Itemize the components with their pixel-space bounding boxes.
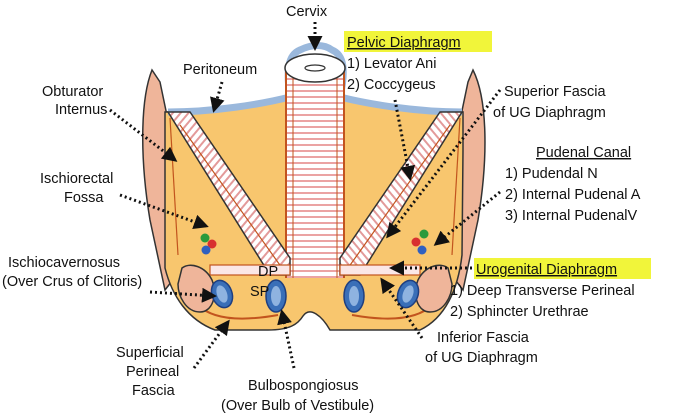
label-pudendal-3: 3) Internal PudenalV xyxy=(505,208,638,224)
arrow-ischiocavernosus xyxy=(149,287,217,303)
arrow-superior-fascia xyxy=(386,89,502,239)
arrow-pelvic-diaphragm xyxy=(393,99,416,181)
label-urogenital-1: 1) Deep Transverse Perineal xyxy=(450,283,635,299)
right-pudendal-canal xyxy=(411,229,429,255)
label-obturator-2: Internus xyxy=(55,102,107,118)
label-pelvic-2: 2) Coccygeus xyxy=(347,77,436,93)
label-inferior-fascia-2: of UG Diaphragm xyxy=(425,350,538,366)
label-ischiorectal-1: Ischiorectal xyxy=(40,171,113,187)
arrow-pudendal xyxy=(433,190,501,246)
pelvic-diaphragm-highlight xyxy=(344,31,492,52)
label-obturator-1: Obturator xyxy=(42,84,103,100)
label-superficial-3: Fascia xyxy=(132,383,176,399)
label-sp: SP xyxy=(250,284,269,300)
left-pudendal-canal xyxy=(200,233,217,255)
label-urogenital: Urogenital Diaphragm xyxy=(476,262,617,278)
label-superficial-2: Perineal xyxy=(126,364,179,380)
urogenital-diaphragm-right xyxy=(339,264,421,276)
label-bulbo-2: (Over Bulb of Vestibule) xyxy=(221,398,374,414)
arrow-inferior-fascia xyxy=(380,277,424,339)
label-pelvic-1: 1) Levator Ani xyxy=(347,56,436,72)
label-superior-fascia-2: of UG Diaphragm xyxy=(493,105,606,121)
label-inferior-fascia-1: Inferior Fascia xyxy=(437,330,530,346)
label-ischiocav-2: (Over Crus of Clitoris) xyxy=(2,274,142,290)
label-ischiocav-1: Ischiocavernosus xyxy=(8,255,120,271)
label-pelvic-diaphragm: Pelvic Diaphragm xyxy=(347,35,461,51)
label-dp: DP xyxy=(258,264,278,280)
label-urogenital-2: 2) Sphincter Urethrae xyxy=(450,304,589,320)
urogenital-diaphragm-highlight xyxy=(474,258,651,279)
label-superior-fascia-1: Superior Fascia xyxy=(504,84,606,100)
arrow-ischiorectal xyxy=(119,193,209,229)
label-bulbo-1: Bulbospongiosus xyxy=(248,378,358,394)
label-superficial-1: Superficial xyxy=(116,345,184,361)
label-pudendal-2: 2) Internal Pudenal A xyxy=(505,187,641,203)
vaginal-canal xyxy=(286,68,344,278)
label-cervix: Cervix xyxy=(286,4,328,20)
label-ischiorectal-2: Fossa xyxy=(64,190,104,206)
arrow-obturator xyxy=(109,108,178,162)
urogenital-diaphragm-left xyxy=(209,264,291,276)
label-pudendal-canal: Pudenal Canal xyxy=(536,145,631,161)
cervix-os xyxy=(284,53,346,83)
label-pudendal-1: 1) Pudendal N xyxy=(505,166,598,182)
label-peritoneum: Peritoneum xyxy=(183,62,257,78)
